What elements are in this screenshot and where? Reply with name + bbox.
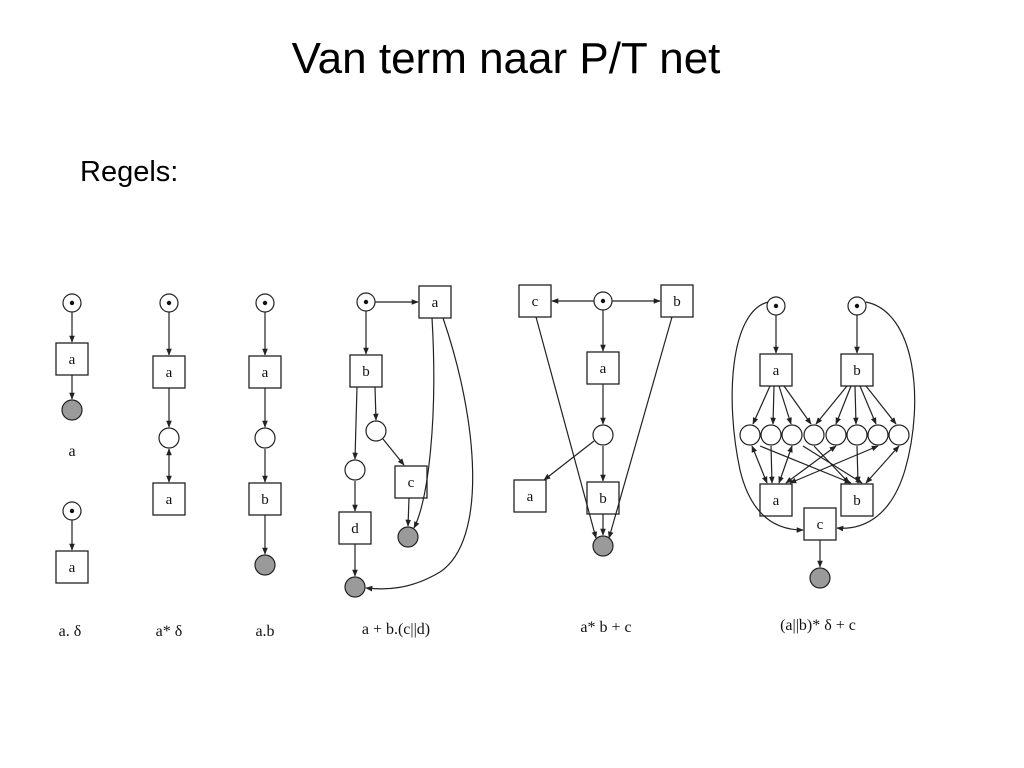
net-a-plus-b-c-par-d: a b c d a + b.(c||d) [338,285,474,638]
net-caption: a. δ [59,623,82,640]
transition-a-bottom: a [513,479,547,513]
transition-c: c [394,465,428,499]
transition-d: d [338,511,372,545]
transition-c: c [518,284,552,318]
parallel-places [739,424,910,446]
transition-b-top: b [660,284,694,318]
net-a-par-b-star-plus-c: a b [731,296,916,634]
loop-place [158,427,180,449]
rules-label: Regels: [80,156,179,188]
svg-text:b: b [362,364,370,380]
svg-text:b: b [261,492,269,508]
svg-text:d: d [351,521,359,537]
svg-text:b: b [673,294,681,310]
final-place [254,554,276,576]
transition-b-top: b [840,353,874,387]
net-caption: a* b + c [580,619,631,636]
net-caption: (a||b)* δ + c [780,617,856,634]
place-c [365,420,387,442]
transition-a-top: a [586,351,620,385]
final-place-c [397,526,419,548]
start-place [62,293,82,313]
transition-a-bottom: a [152,482,186,516]
final-place-d [344,576,366,598]
start-place [593,291,613,311]
transition-a: a [418,285,452,319]
transition-b: b [248,482,282,516]
transition-a: a [248,355,282,389]
transition-c: c [803,507,837,541]
start-place-a [766,296,786,316]
svg-text:a: a [262,365,269,381]
net-a-star-b-plus-c: c b a a b a* b + c [513,284,694,636]
svg-text:a: a [432,295,439,311]
transition-a-bottom: a [759,483,793,517]
svg-text:a: a [600,361,607,377]
transition-a: a [55,342,89,376]
place-d [344,459,366,481]
svg-text:c: c [408,475,415,491]
start-place-b [847,296,867,316]
net-caption: a + b.(c||d) [362,621,430,638]
start-place [62,501,82,521]
svg-text:c: c [817,517,824,533]
transition-b-bottom: b [840,483,874,517]
final-place [61,399,83,421]
svg-text:a: a [773,363,780,379]
svg-text:a: a [773,493,780,509]
transition-a-top: a [152,355,186,389]
net-a-delta: a a. δ [55,501,89,640]
net-a: a a [55,293,89,460]
transition-b: b [349,354,383,388]
svg-text:a: a [69,560,76,576]
svg-text:a: a [527,489,534,505]
loop-place [592,424,614,446]
transition-a: a [55,550,89,584]
final-place [809,567,831,589]
middle-place [254,427,276,449]
net-a-star-delta: a a a* δ [152,293,186,640]
final-place [592,535,614,557]
svg-text:c: c [532,294,539,310]
svg-text:a: a [166,492,173,508]
net-a-dot-b: a b a.b [248,293,282,640]
start-place [159,293,179,313]
svg-text:b: b [853,363,861,379]
svg-text:b: b [599,491,607,507]
page-title: Van term naar P/T net [291,34,721,83]
transition-b-bottom: b [586,481,620,515]
start-place [255,293,275,313]
svg-text:a: a [69,352,76,368]
transition-a-top: a [759,353,793,387]
start-place [356,292,376,312]
svg-text:a: a [166,365,173,381]
net-caption: a [68,443,75,460]
net-caption: a.b [255,623,274,640]
svg-text:b: b [853,493,861,509]
net-caption: a* δ [156,623,183,640]
